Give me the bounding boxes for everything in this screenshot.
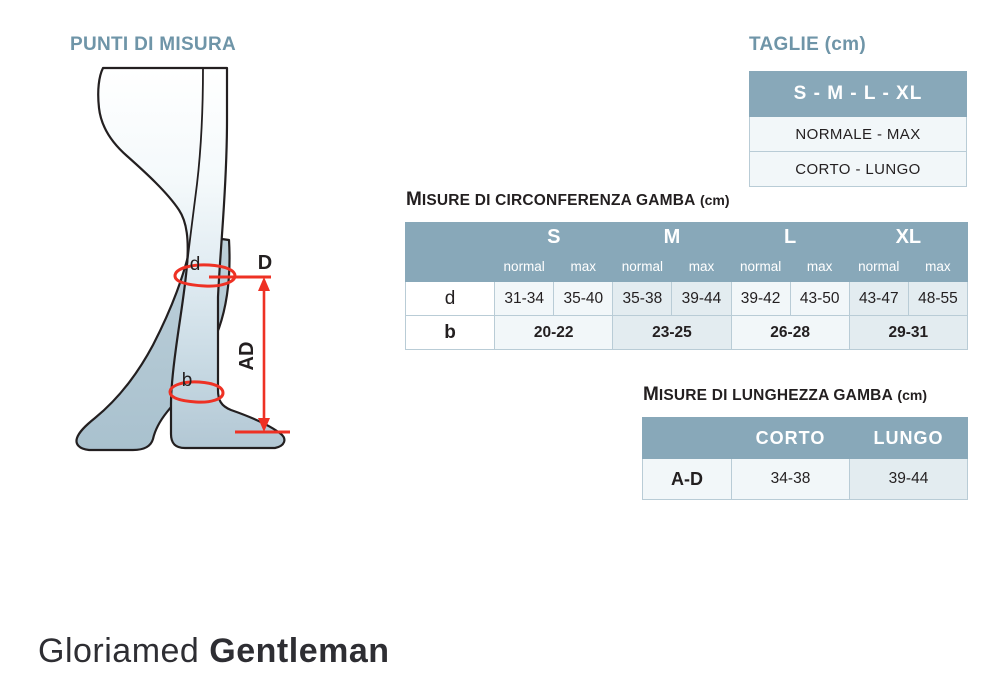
cell-d-xl-max: 48-55 <box>907 281 969 316</box>
label-ankle-b: b <box>182 370 193 391</box>
circumference-table-caption: MISURE DI CIRCONFERENZA GAMBA (cm) <box>406 189 730 211</box>
table-header-row: CORTO LUNGO <box>642 417 968 459</box>
page-title-sizes: TAGLIE (cm) <box>749 34 866 55</box>
table-row: d 31-34 35-40 35-38 39-44 39-42 43-50 43… <box>404 281 969 316</box>
sizes-table-row-normale-max: NORMALE - MAX <box>749 116 967 152</box>
cell-length-corto: 34-38 <box>731 458 850 500</box>
caption-unit: (cm) <box>699 192 730 208</box>
subheader-s-normal: normal <box>494 251 555 282</box>
cell-d-s-max: 35-40 <box>553 281 614 316</box>
caption-rest: ISURE DI CIRCONFERENZA GAMBA <box>421 192 696 209</box>
table-row: A-D 34-38 39-44 <box>642 458 968 500</box>
label-point-d: D <box>258 252 272 274</box>
brand-name-primary: Gloriamed <box>38 632 200 670</box>
brand-name-product: Gentleman <box>209 632 390 670</box>
cell-b-m: 23-25 <box>612 315 732 350</box>
cell-length-lungo: 39-44 <box>849 458 968 500</box>
cell-d-l-max: 43-50 <box>789 281 850 316</box>
table-row: b 20-22 23-25 26-28 29-31 <box>404 315 969 350</box>
cell-d-l-normal: 39-42 <box>730 281 791 316</box>
subheader-l-normal: normal <box>730 251 791 282</box>
page-title-measure-points: PUNTI DI MISURA <box>70 34 236 55</box>
length-header-corto: CORTO <box>731 417 850 459</box>
length-table: CORTO LUNGO A-D 34-38 39-44 <box>642 417 968 500</box>
cell-b-l: 26-28 <box>730 315 850 350</box>
subheader-m-normal: normal <box>612 251 673 282</box>
ad-dimension-line <box>258 277 270 432</box>
table-row: S - M - L - XL <box>749 71 967 117</box>
table-row: NORMALE - MAX <box>749 116 967 152</box>
brand-logo: Gloriamed Gentleman <box>38 632 390 671</box>
size-header-s: S <box>494 222 614 252</box>
caption-rest: ISURE DI LUNGHEZZA GAMBA <box>658 387 893 404</box>
subheader-xl-normal: normal <box>848 251 909 282</box>
sizes-table-header: S - M - L - XL <box>749 71 967 117</box>
cell-d-m-max: 39-44 <box>671 281 732 316</box>
row-label-d: d <box>404 281 496 316</box>
row-label-a-d: A-D <box>642 458 732 500</box>
size-header-m: M <box>612 222 732 252</box>
circumference-table: S M L XL normal max normal max normal ma… <box>404 222 969 350</box>
subheader-m-max: max <box>671 251 732 282</box>
sizes-table: S - M - L - XL NORMALE - MAX CORTO - LUN… <box>749 71 967 187</box>
sizes-table-row-corto-lungo: CORTO - LUNGO <box>749 151 967 187</box>
ankle-measure-marker <box>168 380 225 404</box>
cell-d-xl-normal: 43-47 <box>848 281 909 316</box>
leg-measurement-diagram: d b D AD <box>75 60 295 465</box>
row-label-b: b <box>404 315 496 350</box>
cell-b-s: 20-22 <box>494 315 614 350</box>
table-header-row: S M L XL <box>404 222 969 282</box>
table-row: CORTO - LUNGO <box>749 151 967 187</box>
cell-d-m-normal: 35-38 <box>612 281 673 316</box>
diagram-front-leg <box>97 66 286 450</box>
cell-d-s-normal: 31-34 <box>494 281 555 316</box>
label-length-ad: AD <box>236 342 258 371</box>
label-knee-d: d <box>190 254 201 275</box>
size-header-l: L <box>730 222 850 252</box>
subheader-l-max: max <box>789 251 850 282</box>
subheader-s-max: max <box>553 251 614 282</box>
caption-unit: (cm) <box>897 387 927 403</box>
cell-b-xl: 29-31 <box>848 315 969 350</box>
caption-initial: M <box>643 384 659 405</box>
caption-initial: M <box>406 189 422 210</box>
length-table-caption: MISURE DI LUNGHEZZA GAMBA (cm) <box>643 384 927 406</box>
corner-cell <box>642 417 732 459</box>
subheader-xl-max: max <box>907 251 969 282</box>
size-header-xl: XL <box>848 222 969 252</box>
length-header-lungo: LUNGO <box>849 417 968 459</box>
corner-cell <box>404 222 496 282</box>
